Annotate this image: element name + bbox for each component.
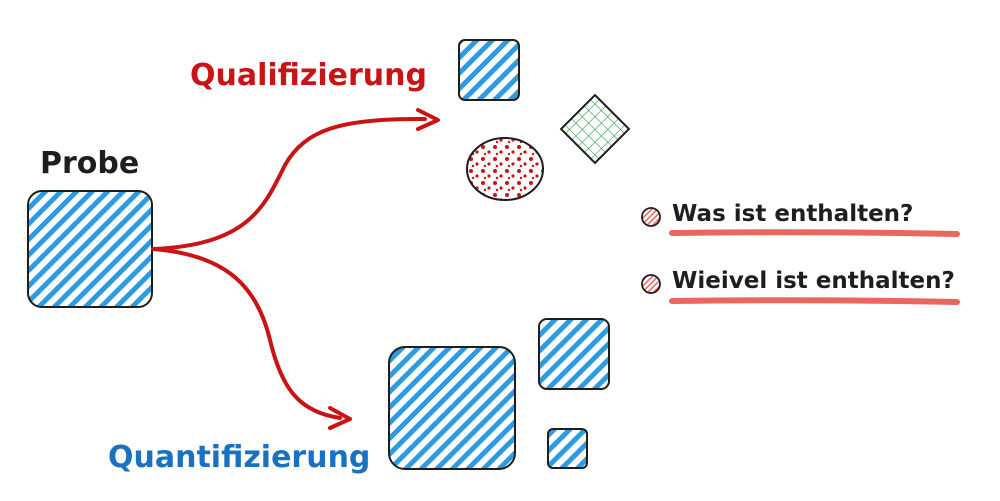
question-2-text: Wieivel ist enthalten? [672,268,955,294]
question-2-underline [669,297,960,305]
quantification-label: Quantifizierung [108,440,371,475]
question-2-bullet [641,274,661,294]
qualification-label: Qualifizierung [190,58,427,93]
qual-component-dotted-circle [466,137,544,201]
qual-component-hatched-square [458,39,520,101]
quant-component-large-square [388,346,516,470]
quant-component-medium-square [538,318,610,390]
arrow-to-quantification [151,247,342,420]
question-1-underline [669,229,960,237]
probe-label: Probe [40,146,140,181]
qual-component-grid-diamond [559,93,631,165]
question-1-bullet [641,207,661,227]
arrow-head-quantification [328,406,352,430]
arrow-head-qualification [416,108,440,131]
arrow-to-qualification [151,116,427,251]
quant-component-small-square [547,428,588,469]
question-1-text: Was ist enthalten? [672,201,914,227]
probe-sample-box [27,190,153,308]
